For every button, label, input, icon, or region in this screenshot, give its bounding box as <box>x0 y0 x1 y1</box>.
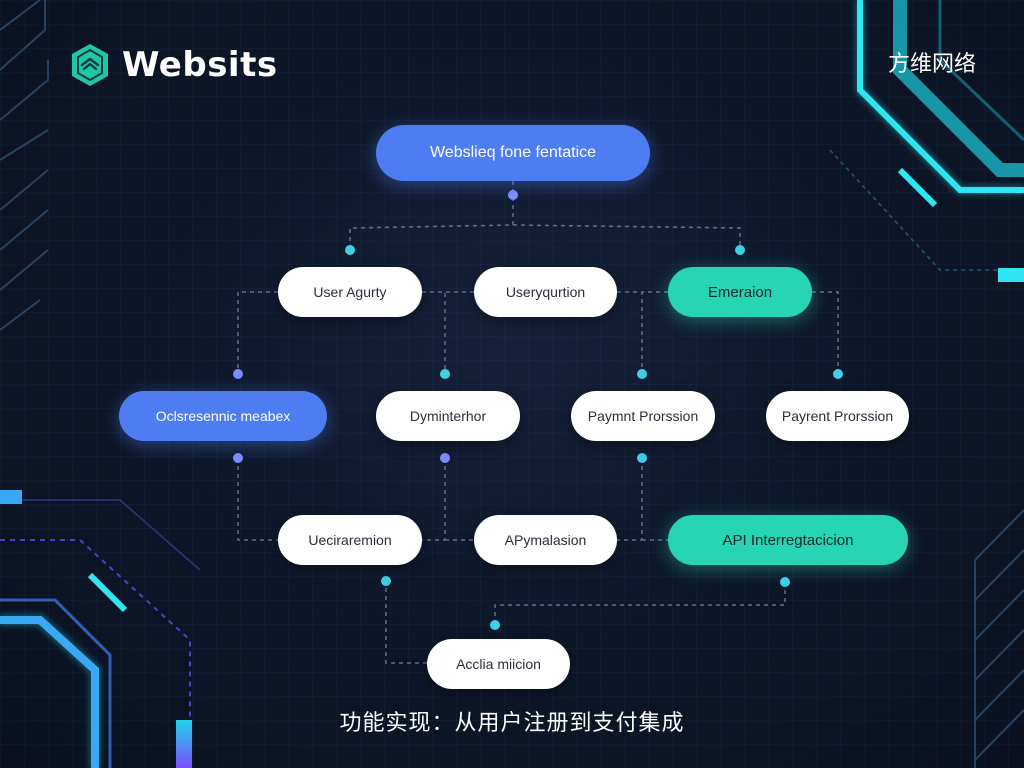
top-right-neon-circuit <box>829 0 1024 282</box>
connector-dots <box>233 190 843 630</box>
node-paymnt-prorssion[interactable]: Paymnt Prorssion <box>571 391 715 441</box>
node-oclsresennic-meabex[interactable]: Oclsresennic meabex <box>119 391 327 441</box>
logo-text: Websits <box>122 45 278 85</box>
caption: 功能实现：从用户注册到支付集成 <box>339 711 685 736</box>
top-left-circuit-lines <box>0 0 49 331</box>
node-user-agurty[interactable]: User Agurty <box>278 267 422 317</box>
hexagon-logo-icon <box>72 44 108 86</box>
node-dyminterhor[interactable]: Dyminterhor <box>376 391 520 441</box>
bottom-left-neon-circuit <box>0 490 201 768</box>
node-emeraion[interactable]: Emeraion <box>668 267 812 317</box>
brand-name-cn: 方维网络 <box>887 52 976 77</box>
brand-logo[interactable]: Websits <box>70 42 278 88</box>
node-acclia-miicion[interactable]: Acclia miicion <box>427 639 570 689</box>
node-apymalasion[interactable]: APymalasion <box>474 515 617 565</box>
node-api-interregtacicion[interactable]: API Interregtacicion <box>668 515 908 565</box>
node-useryqurtion[interactable]: Useryqurtion <box>474 267 617 317</box>
node-root[interactable]: Webslieq fone fentatice <box>376 125 650 181</box>
bottom-right-circuit-lines <box>974 509 1024 768</box>
node-ueciraremion[interactable]: Ueciraremion <box>278 515 422 565</box>
node-payrent-prorssion[interactable]: Payrent Prorssion <box>766 391 909 441</box>
